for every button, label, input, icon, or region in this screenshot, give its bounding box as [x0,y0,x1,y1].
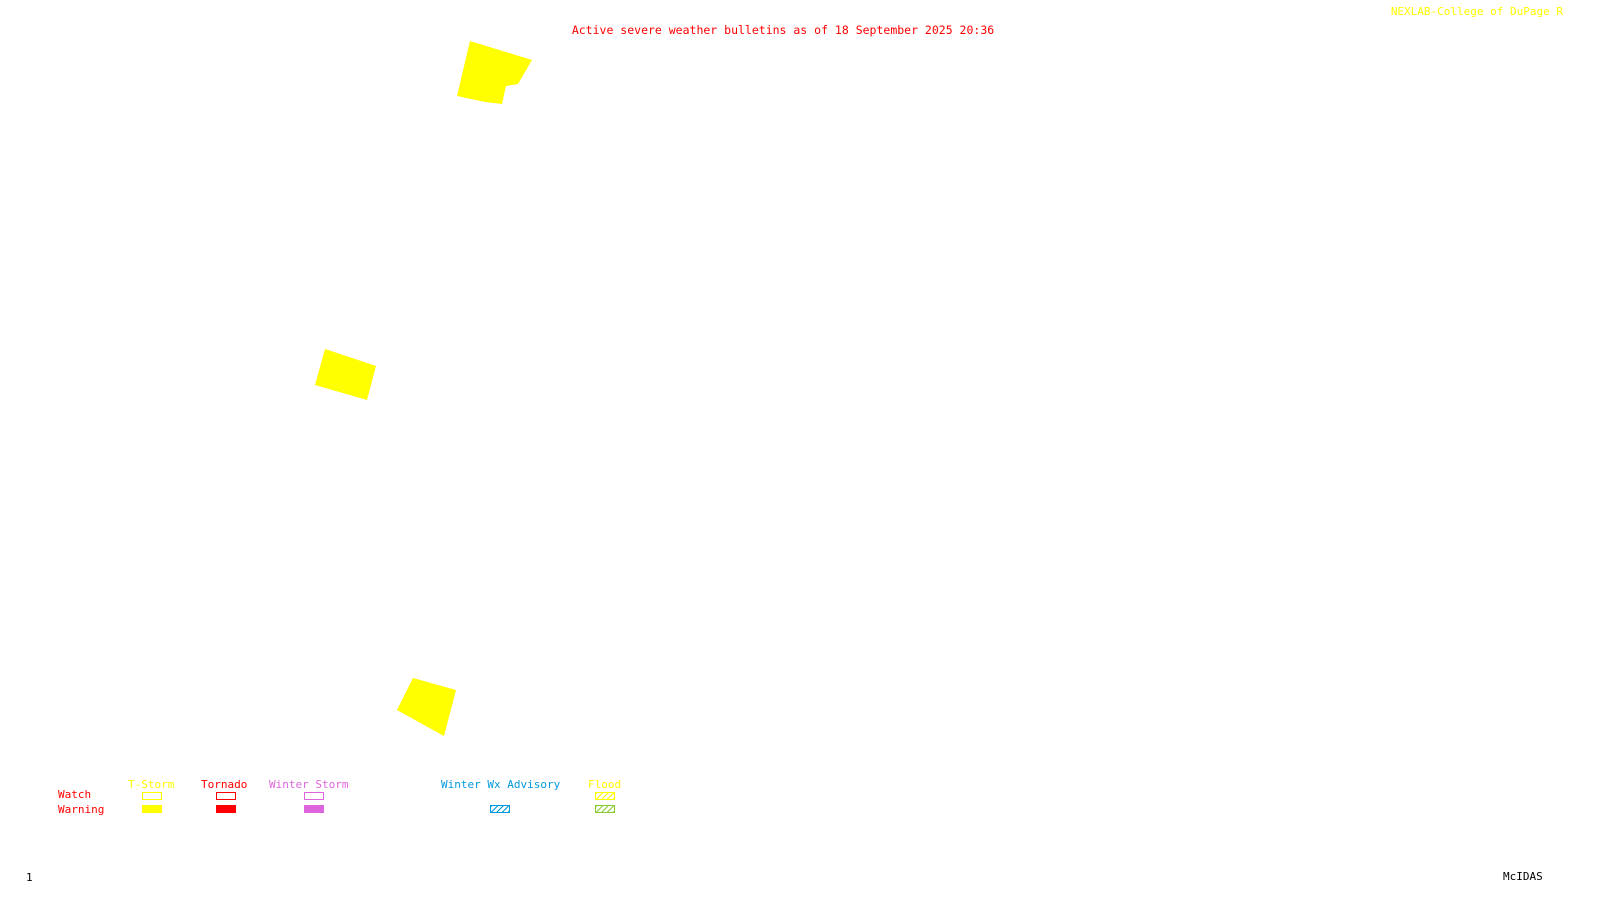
legend-winter-storm-watch-swatch [304,792,324,800]
legend-flood-warning-swatch [595,805,615,813]
software-label: McIDAS [1503,870,1543,883]
tstorm-warning-polygon-3[interactable] [397,678,456,736]
legend-watch-label: Watch [58,788,92,801]
bulletin-title: Active severe weather bulletins as of 18… [571,23,995,37]
legend-flood-watch-swatch [595,792,615,800]
legend-warning-label: Warning [58,803,105,816]
legend-tstorm-label: T-Storm [128,778,175,791]
tstorm-warning-polygon-1[interactable] [457,41,532,104]
legend-tstorm-watch-swatch [142,792,162,800]
legend-tstorm-warning-swatch [142,805,162,813]
legend-tornado-label: Tornado [201,778,248,791]
legend-tornado-warning-swatch [216,805,236,813]
legend-winter-wx-advisory-swatch [490,805,510,813]
frame-number: 1 [26,871,33,884]
credit-text: NEXLAB-College of DuPage R [1390,5,1563,18]
legend-winter-storm-label: Winter Storm [269,778,349,791]
legend-flood-label: Flood [588,778,622,791]
legend-winter-storm-warning-swatch [304,805,324,813]
legend-tornado-watch-swatch [216,792,236,800]
tstorm-warning-polygon-2[interactable] [315,349,376,400]
legend-winter-wx-advisory-label: Winter Wx Advisory [441,778,561,791]
